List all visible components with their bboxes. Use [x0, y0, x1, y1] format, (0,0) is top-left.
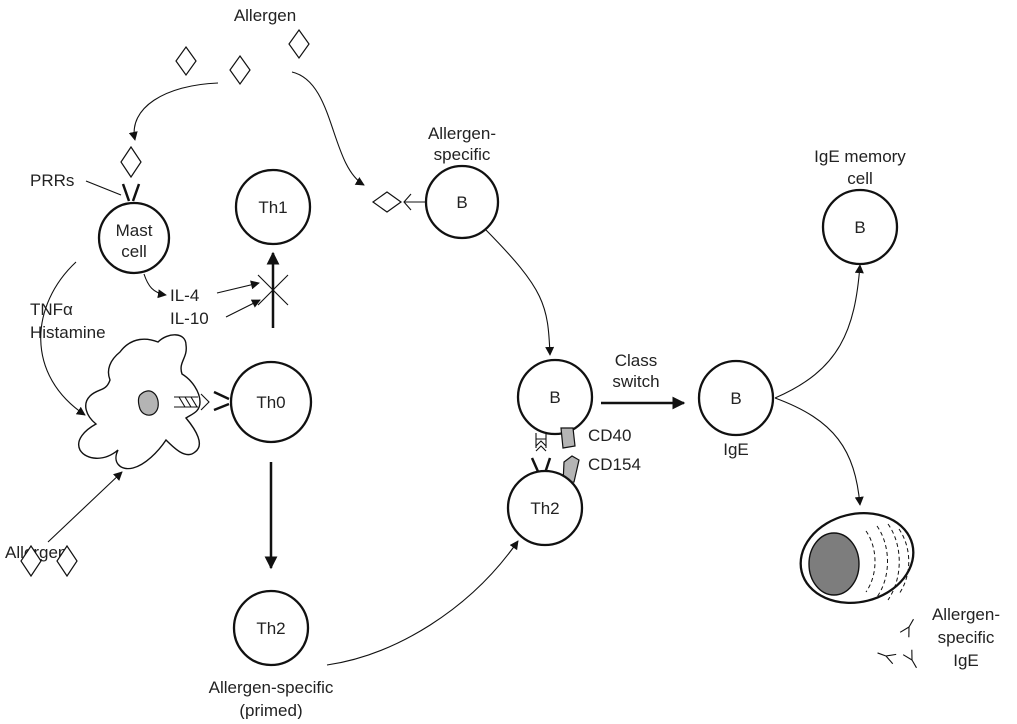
b-cell-ige-label: B: [730, 389, 741, 408]
bcr-receptor: [403, 193, 426, 211]
histamine-label: Histamine: [30, 323, 106, 342]
ige-memory-label: cell: [847, 169, 873, 188]
ige-antibody: [899, 618, 914, 638]
allergen-specific-ige-label: Allergen-: [932, 605, 1000, 624]
ige-to-memory-arrow: [774, 264, 864, 399]
cd40-molecule: [560, 427, 576, 449]
th2-mid-label: Th2: [530, 499, 559, 518]
allergen-specific-b-label: Allergen-: [428, 124, 496, 143]
ige-memory-label: IgE memory: [814, 147, 906, 166]
dendritic-nucleus: [137, 390, 159, 416]
allergen-diamond: [229, 54, 251, 86]
allergen-specific-ige-label: IgE: [953, 651, 979, 670]
mast-to-dendritic-arrow: [40, 261, 86, 416]
il4-label: IL-4: [170, 286, 199, 305]
class-switch-label: Class: [615, 351, 658, 370]
th2-primed-label: Th2: [256, 619, 285, 638]
allergen-to-mast-arrow: [128, 82, 219, 141]
b-cell-mid: [516, 358, 594, 436]
th2-mid-cell: [506, 469, 584, 547]
allergen-diamond-bcr: [371, 191, 403, 213]
ige-label: IgE: [723, 440, 749, 459]
prr-receptor: [121, 183, 141, 202]
ige-to-plasma-arrow: [774, 397, 864, 506]
allergen-top-label: Allergen: [234, 6, 296, 25]
plasma-nucleus: [808, 532, 860, 596]
allergen-diamond-bound: [120, 145, 142, 179]
allergen-to-dendritic-arrow: [47, 471, 123, 543]
th1-cell: [234, 168, 312, 246]
prrs-label: PRRs: [30, 171, 74, 190]
b-cell-ige: [697, 359, 775, 437]
allergen-bottom-left-label: Allergen: [5, 543, 67, 562]
th0-label: Th0: [256, 393, 285, 412]
b-memory-label: B: [854, 218, 865, 237]
allergen-diamond: [56, 544, 78, 578]
cd40-label: CD40: [588, 426, 631, 445]
mhc-antigen-complex: [174, 393, 210, 411]
allergen-diamond: [288, 28, 310, 60]
th2-to-bcell-arrow: [326, 540, 519, 666]
b-cell-mid-label: B: [549, 388, 560, 407]
allergen-specific-ige-label: specific: [938, 628, 995, 647]
tnf-label: TNFα: [30, 300, 73, 319]
allergen-to-bcell-arrow: [291, 71, 365, 186]
cd154-label: CD154: [588, 455, 641, 474]
il10-inhibit-arrow: [225, 299, 261, 318]
allergen-specific-primed-label: (primed): [239, 701, 302, 719]
mast-to-il-arrow: [143, 273, 167, 299]
th2-primed-cell: [232, 589, 310, 667]
mhc-on-bcell: [535, 433, 547, 452]
class-switch-label: switch: [612, 372, 659, 391]
blocked-cross: [257, 274, 289, 306]
allergen-diamond: [20, 544, 42, 578]
plasma-er: [865, 523, 910, 601]
mast-cell-label: cell: [121, 242, 147, 261]
b-cell-top-label: B: [456, 193, 467, 212]
allergen-specific-b-label: specific: [434, 145, 491, 164]
b-memory-cell: [821, 188, 899, 266]
prrs-pointer: [85, 180, 122, 196]
tcr-receptor: [213, 390, 230, 412]
il10-label: IL-10: [170, 309, 209, 328]
mast-cell: [97, 201, 171, 275]
allergen-specific-primed-label: Allergen-specific: [209, 678, 334, 697]
bcell-to-bcell-arrow: [485, 229, 555, 356]
il4-inhibit-arrow: [216, 280, 260, 294]
b-cell-top: [424, 164, 500, 240]
th1-label: Th1: [258, 198, 287, 217]
allergen-diamond: [175, 45, 197, 77]
ige-antibody: [877, 652, 897, 665]
ige-antibody: [902, 649, 917, 669]
mast-cell-label: Mast: [116, 221, 153, 240]
th0-cell: [229, 360, 313, 444]
